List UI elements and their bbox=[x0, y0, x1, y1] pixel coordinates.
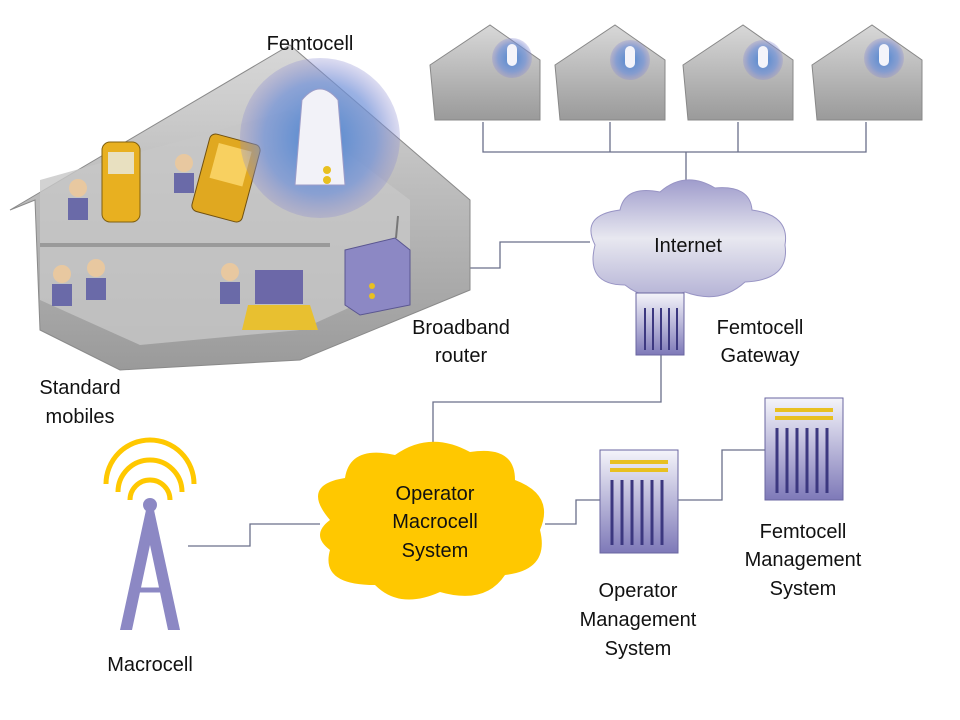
femtocell-gateway-server-icon bbox=[635, 292, 685, 356]
standard-mobiles-label: Standard mobiles bbox=[39, 377, 120, 428]
gateway-operator-line bbox=[432, 352, 662, 455]
label-line: Management bbox=[580, 609, 697, 631]
laptop-icon bbox=[242, 270, 318, 330]
operator-management-server-icon bbox=[599, 449, 679, 554]
femtocell-management-system-label: Femtocell Management System bbox=[745, 521, 862, 600]
label-line: Broadband bbox=[412, 317, 510, 339]
small-house bbox=[554, 24, 666, 121]
small-houses bbox=[429, 24, 923, 121]
label-line: Management bbox=[745, 549, 862, 571]
oms-fms-line bbox=[678, 449, 768, 501]
femtocell-device-icon bbox=[294, 88, 346, 186]
internet-cloud: Internet bbox=[590, 179, 787, 298]
small-house bbox=[682, 24, 794, 121]
operator-macrocell-system-label: Operator Macrocell System bbox=[392, 483, 478, 562]
operator-management-system-label: Operator Management System bbox=[580, 580, 697, 660]
label-line: System bbox=[770, 578, 837, 600]
operator-macrocell-cloud bbox=[318, 441, 545, 600]
small-house bbox=[811, 24, 923, 121]
macrocell-label: Macrocell bbox=[107, 654, 193, 676]
label-line: Femtocell bbox=[760, 521, 847, 543]
connection-lines bbox=[188, 122, 867, 547]
broadband-router-label: Broadband router bbox=[412, 317, 510, 367]
house-bus-line bbox=[482, 122, 867, 185]
label-line: Macrocell bbox=[392, 511, 478, 533]
macrocell-operator-line bbox=[188, 523, 320, 547]
small-house bbox=[429, 24, 541, 121]
label-line: Gateway bbox=[721, 345, 800, 367]
femtocell-gateway-label: Femtocell Gateway bbox=[717, 317, 804, 367]
people-icons bbox=[52, 154, 240, 306]
label-line: System bbox=[402, 540, 469, 562]
label-line: Operator bbox=[396, 483, 475, 505]
label-line: router bbox=[435, 345, 488, 367]
broadband-router-icon bbox=[344, 215, 411, 316]
label-line: mobiles bbox=[46, 406, 115, 428]
femtocell-management-server-icon bbox=[764, 397, 844, 501]
label-line: Operator bbox=[599, 580, 678, 602]
internet-label: Internet bbox=[654, 235, 722, 257]
mobile-phone-icon bbox=[101, 141, 141, 223]
main-house bbox=[9, 44, 471, 371]
femtocell-label: Femtocell bbox=[267, 33, 354, 55]
operator-oms-line bbox=[545, 499, 602, 525]
label-line: System bbox=[605, 638, 672, 660]
macrocell-antenna-icon bbox=[103, 437, 197, 630]
label-line: Femtocell bbox=[717, 317, 804, 339]
label-line: Standard bbox=[39, 377, 120, 399]
